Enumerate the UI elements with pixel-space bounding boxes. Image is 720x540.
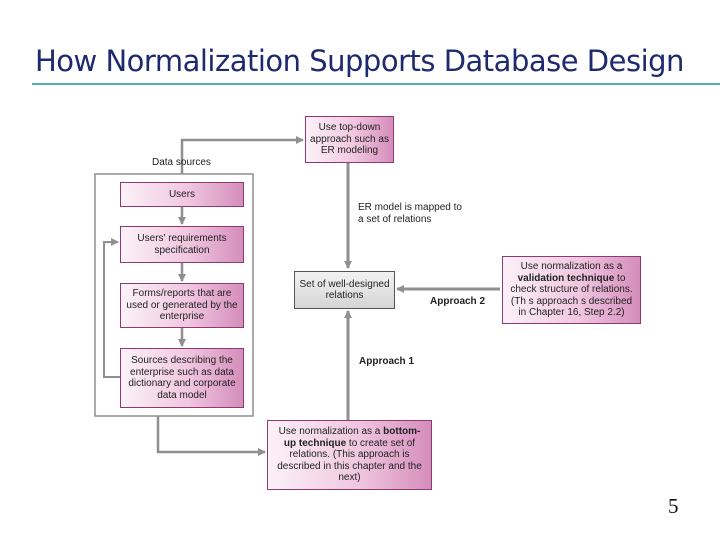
source-forms: Forms/reports that are used or generated… — [120, 283, 244, 328]
page-number: 5 — [668, 494, 679, 518]
relations-text: Set of well-designed relations — [299, 278, 390, 302]
source-users: Users — [120, 182, 244, 207]
relations-box: Set of well-designed relations — [294, 271, 395, 309]
title-underline — [32, 83, 720, 85]
connector-sources-to-bottomup — [156, 416, 266, 456]
data-sources-label: Data sources — [152, 157, 211, 168]
er-mapping-text: ER model is mapped to a set of relations — [358, 202, 462, 225]
approach-1-label: Approach 1 — [359, 356, 415, 367]
source-descriptions-text: Sources describing the enterprise such a… — [128, 355, 236, 401]
validation-text: Use normalization as a validation techni… — [507, 261, 636, 319]
source-users-text: Users — [168, 188, 196, 200]
er-mapping-label: ER model is mapped to a set of relations — [358, 202, 468, 225]
validation-text-bold: validation technique — [517, 272, 615, 284]
slide-title: How Normalization Supports Database Desi… — [35, 44, 684, 78]
source-forms-text: Forms/reports that are used or generated… — [126, 288, 238, 323]
connector-feedback-loop — [103, 238, 120, 378]
validation-text-pre: Use normalization as a — [520, 261, 623, 273]
data-sources-frame — [94, 173, 254, 417]
bottom-up-text: Use normalization as a bottom-up techniq… — [274, 426, 425, 484]
source-requirements-text: Users' requirements specification — [137, 233, 227, 256]
bottom-up-box: Use normalization as a bottom-up techniq… — [267, 420, 432, 490]
source-descriptions: Sources describing the enterprise such a… — [120, 348, 244, 408]
bottom-up-text-bold: bottom-up technique — [283, 426, 421, 449]
bottom-up-text-pre: Use normalization as a — [278, 426, 384, 438]
bottom-up-text-post: to create set of relations. (This approa… — [277, 437, 422, 484]
top-down-text: Use top-down approach such as ER modelin… — [310, 122, 389, 157]
source-requirements: Users' requirements specification — [120, 226, 244, 263]
connector-sources-to-topdown — [180, 136, 304, 174]
top-down-box: Use top-down approach such as ER modelin… — [305, 116, 394, 163]
approach-2-label: Approach 2 — [430, 296, 486, 307]
validation-box: Use normalization as a validation techni… — [502, 256, 641, 324]
validation-text-post: to check structure of relations. (Th s a… — [510, 272, 633, 319]
